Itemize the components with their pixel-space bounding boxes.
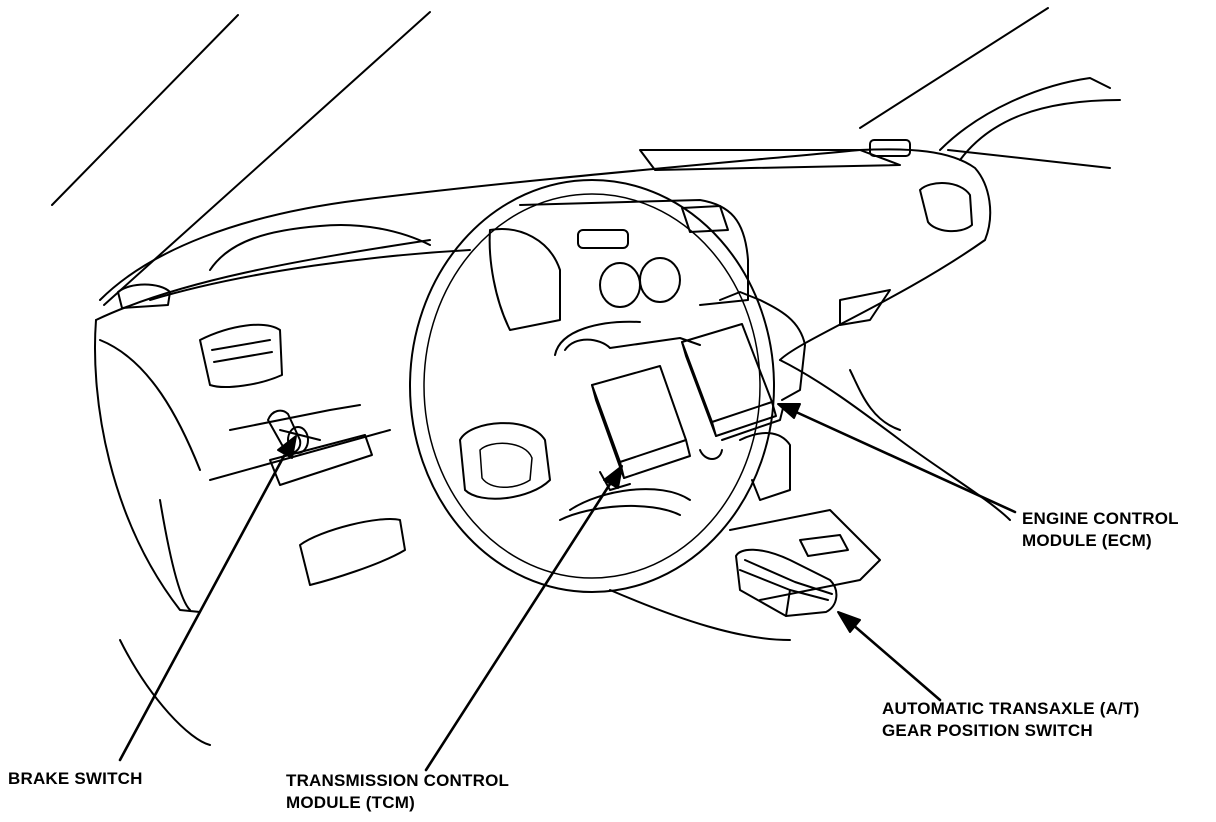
gear-position-switch	[735, 548, 838, 617]
dashboard-outline	[93, 139, 1011, 746]
instrument-cluster	[488, 199, 749, 331]
leader-brake-switch	[118, 435, 297, 762]
tcm-label-line1: TRANSMISSION CONTROL	[286, 771, 510, 790]
ecm-label-line2: MODULE (ECM)	[1022, 531, 1152, 550]
steering-wheel	[409, 179, 775, 593]
leader-tcm	[424, 465, 623, 772]
ecm-module	[681, 291, 806, 460]
brake-switch-label: BRAKE SWITCH	[8, 768, 143, 790]
leader-ecm	[777, 403, 1017, 514]
brake-switch-label-line1: BRAKE SWITCH	[8, 769, 143, 788]
gear-switch-label-line2: GEAR POSITION SWITCH	[882, 721, 1093, 740]
gear-switch-label: AUTOMATIC TRANSAXLE (A/T) GEAR POSITION …	[882, 698, 1139, 742]
leader-gear-switch	[837, 611, 942, 702]
windshield-frame	[51, 7, 1121, 306]
ecm-label-line1: ENGINE CONTROL	[1022, 509, 1179, 528]
tcm-label: TRANSMISSION CONTROL MODULE (TCM)	[286, 770, 509, 814]
ecm-label: ENGINE CONTROL MODULE (ECM)	[1022, 508, 1179, 552]
gear-switch-label-line1: AUTOMATIC TRANSAXLE (A/T)	[882, 699, 1140, 718]
tcm-label-line2: MODULE (TCM)	[286, 793, 415, 812]
tcm-module	[564, 337, 701, 491]
